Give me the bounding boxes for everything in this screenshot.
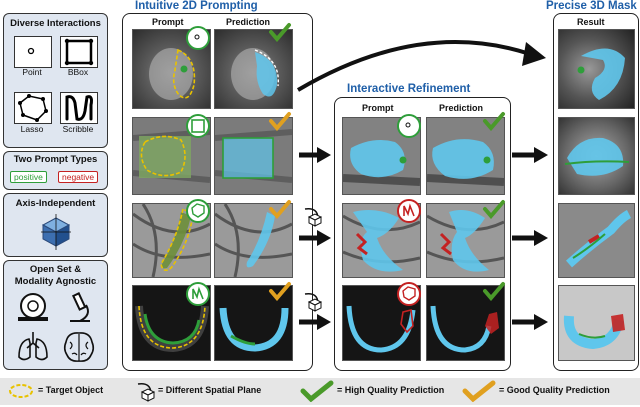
positive-tag: positive [10,171,47,183]
s3-col-result: Result [577,17,605,27]
bbox-icon [60,36,98,68]
s2-r3-high-quality-check [483,200,505,219]
arrow-r3-to-refine [299,230,331,246]
arrow-refine-to-result-r4 [512,314,548,330]
refine-point-icon [397,114,421,138]
axis-cube-icon [41,214,71,250]
target-object-legend-icon [9,384,33,398]
s1-col-prompt: Prompt [152,17,184,27]
scribble-prompt-icon [186,282,210,306]
diverse-interactions-title: Diverse Interactions [10,18,101,29]
s1-r1-prediction-image [214,29,293,109]
spatial-plane-legend-icon [137,382,155,402]
bbox-prompt-icon [186,114,210,138]
arrow-r2-to-refine [299,147,331,163]
negative-tag: negative [58,171,99,183]
s3-r2-result-image [558,117,635,195]
arrow-refine-to-result-r2 [512,147,548,163]
s1-r2-prediction-image [214,117,293,195]
axis-independent-title: Axis-Independent [15,198,96,209]
s1-r3-good-quality-check [269,200,291,219]
modality-agnostic-title: Modality Agnostic [14,276,97,287]
s2-r2-high-quality-check [483,112,505,131]
point-label: Point [22,67,42,77]
section3-title: Precise 3D Mask [546,0,637,12]
arrow-refine-to-result-r3 [512,230,548,246]
prompt-types-panel: Two Prompt Types positive negative [3,151,108,190]
s1-r2-prompt-image [132,117,211,195]
lungs-icon [18,332,48,361]
lasso-prompt-icon [186,199,210,223]
s3-r1-result-image [558,29,635,109]
open-set-title: Open Set & [29,264,82,275]
mri-scanner-icon [18,293,48,321]
good-quality-legend-icon [462,380,496,402]
high-quality-legend-icon [300,380,334,402]
s2-col-prediction: Prediction [439,103,484,113]
scribble-icon [60,92,98,124]
refine-negative-scribble-icon [397,199,421,223]
legend-target-object: = Target Object [38,385,104,395]
scribble-label: Scribble [62,124,94,134]
s2-r2-prediction-image [426,117,505,195]
legend-spatial-plane: = Different Spatial Plane [158,385,262,395]
prompt-types-title: Two Prompt Types [13,154,98,165]
s2-r4-high-quality-check [483,282,505,301]
s1-col-prediction: Prediction [226,17,271,27]
s1-r4-prediction-image [214,285,293,361]
arrow-r4-to-refine [299,314,331,330]
microscope-icon [70,292,90,322]
s1-r4-good-quality-check [269,282,291,301]
legend-good-quality: = Good Quality Prediction [499,385,610,395]
s1-r1-high-quality-check [269,23,291,42]
bbox-label: BBox [67,67,89,77]
open-set-panel: Open Set & Modality Agnostic [3,260,108,370]
section2-title: Interactive Refinement [347,83,471,95]
spatial-plane-icon-r3 [304,207,322,227]
lasso-icon [14,92,52,124]
point-icon [14,36,52,68]
legend-high-quality: = High Quality Prediction [337,385,445,395]
diverse-interactions-panel: Diverse Interactions Point BBox Lasso Sc… [3,13,108,148]
s2-col-prompt: Prompt [362,103,394,113]
lasso-label: Lasso [20,124,44,134]
s3-r4-result-image [558,285,635,361]
curved-arrow-to-result [296,40,546,92]
brain-icon [63,332,95,362]
s1-r2-good-quality-check [269,112,291,131]
spatial-plane-icon-r4 [304,292,322,312]
point-prompt-icon [186,26,210,50]
section1-title: Intuitive 2D Prompting [135,0,258,12]
s3-r3-result-image [558,203,635,278]
refine-negative-lasso-icon [397,282,421,306]
axis-independent-panel: Axis-Independent [3,193,108,257]
